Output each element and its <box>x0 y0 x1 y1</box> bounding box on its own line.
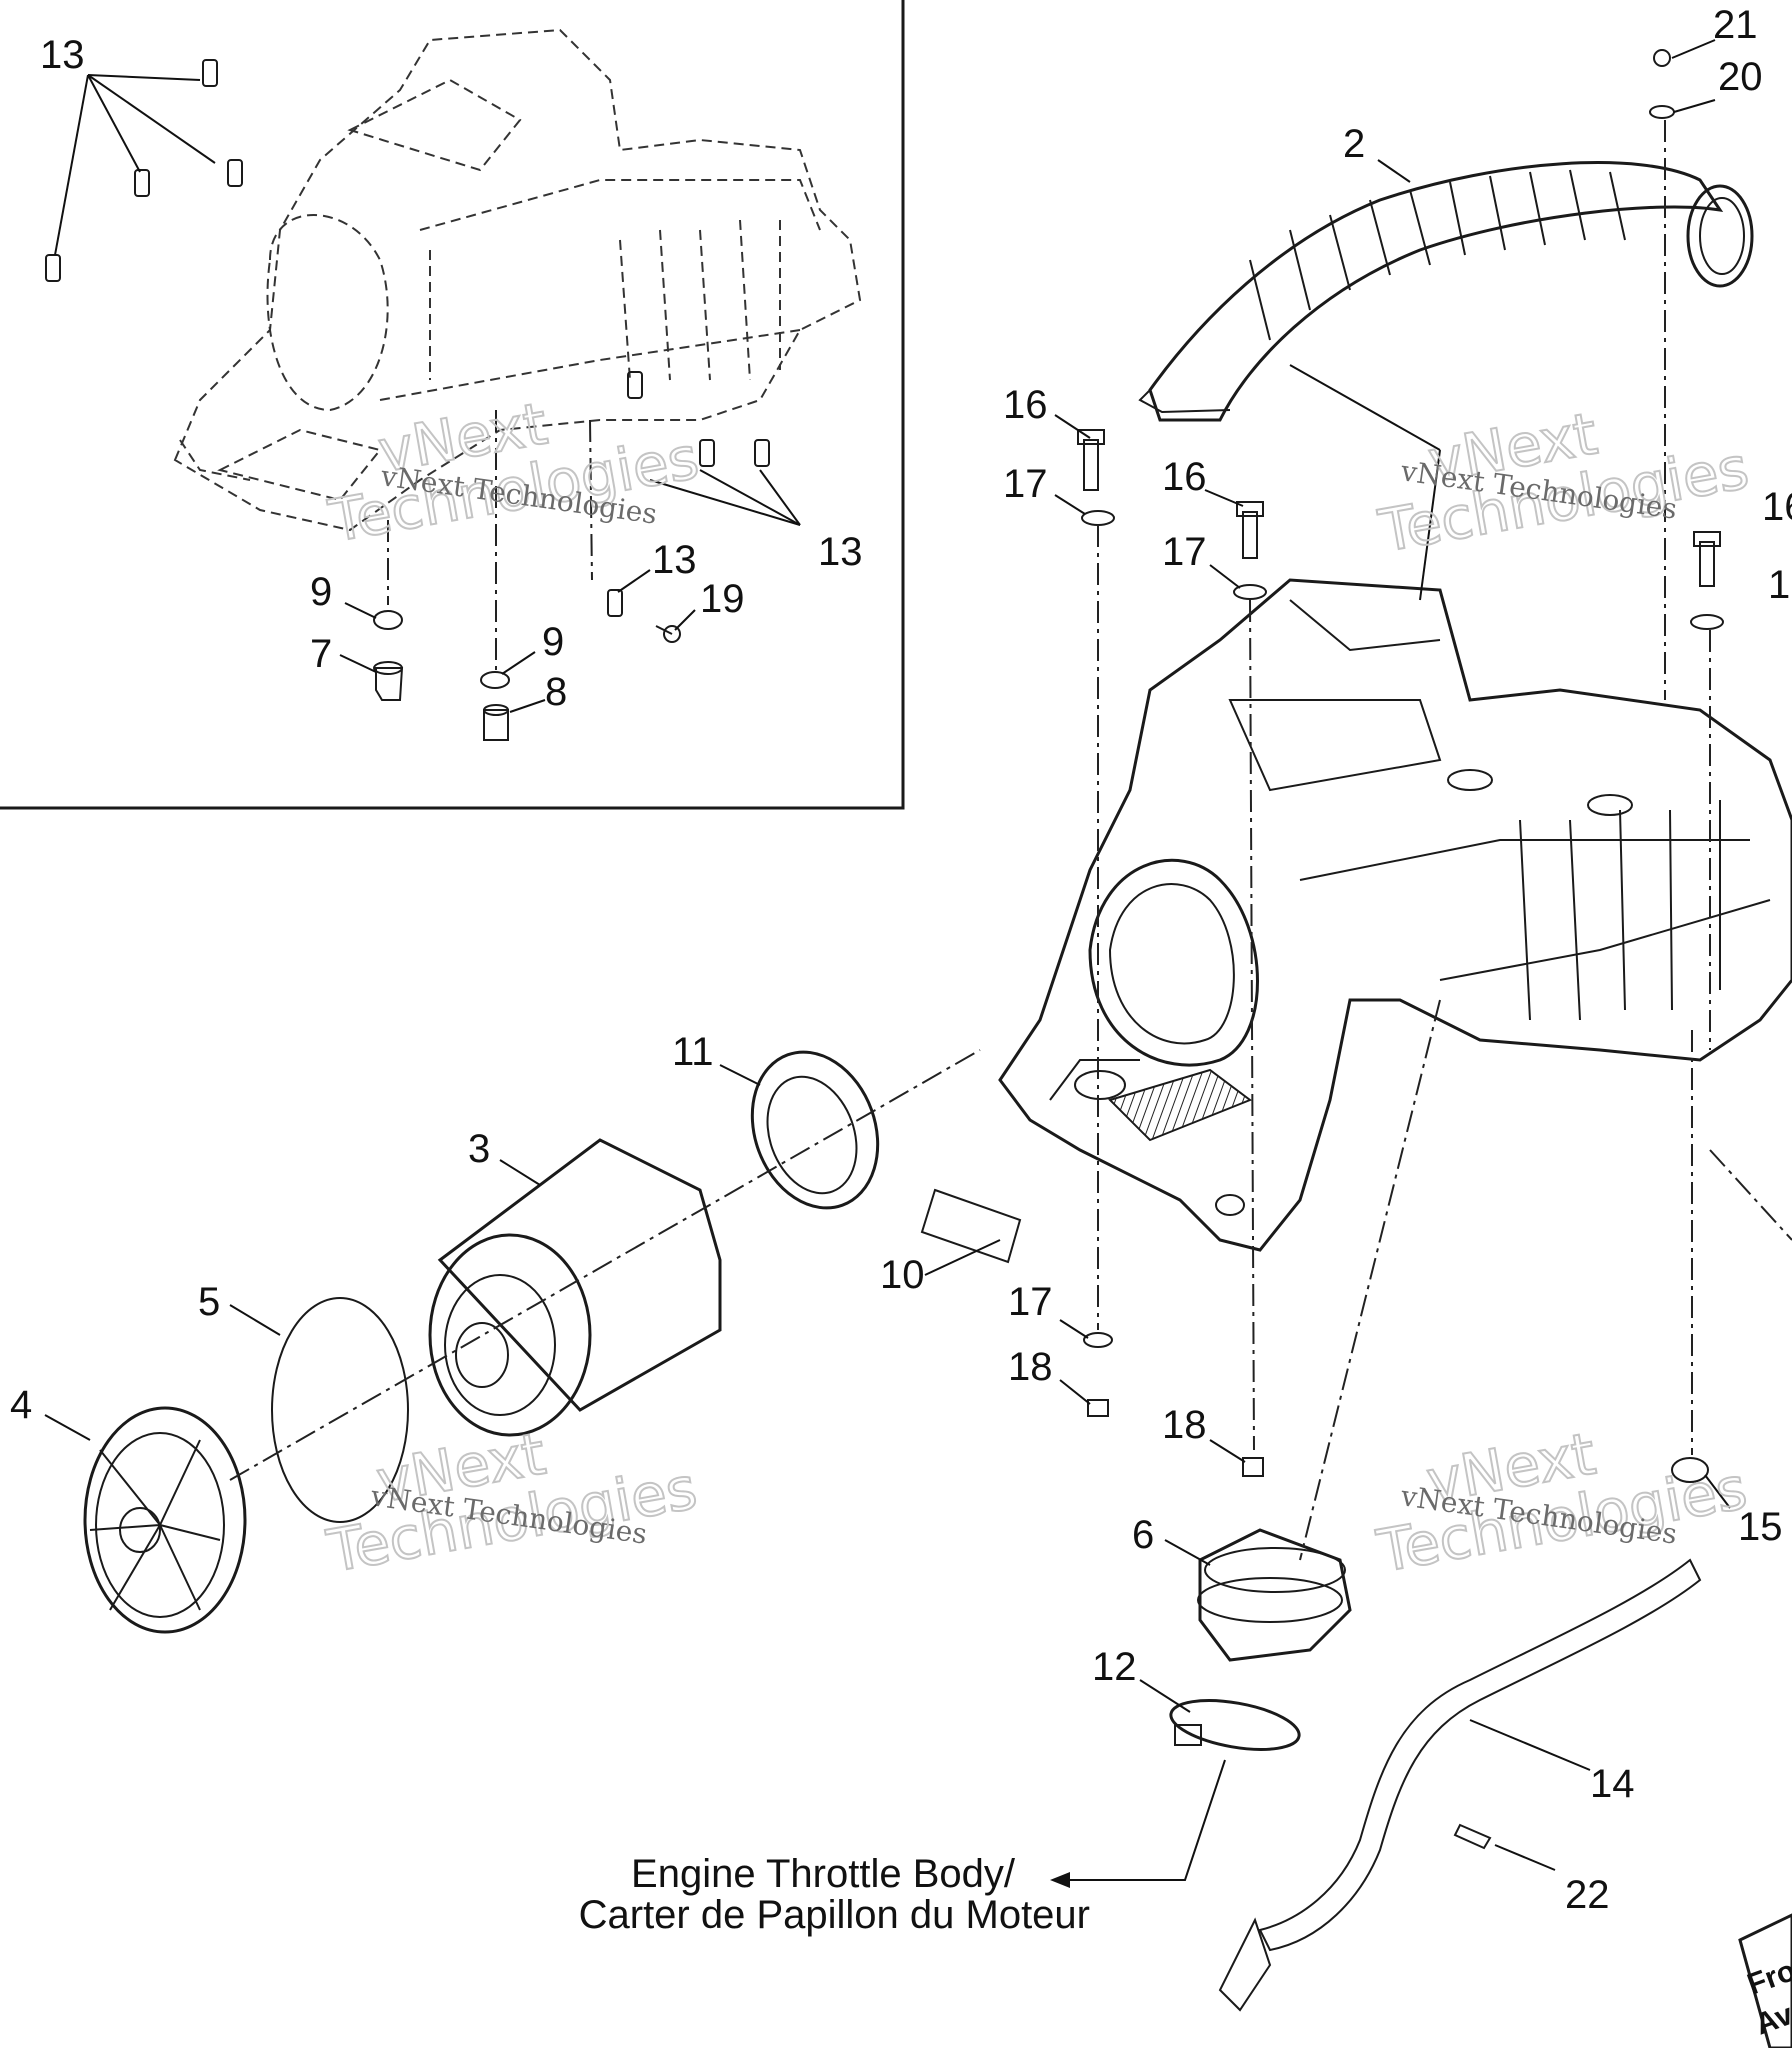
callout-20: 20 <box>1718 55 1763 99</box>
inset-frame <box>0 0 905 810</box>
watermarks: vNext Technologies vNext Technologies vN… <box>321 388 1754 1586</box>
callout-11: 11 <box>672 1030 714 1074</box>
throttle-body-caption: Engine Throttle Body/ Carter de Papillon… <box>579 1852 1090 1937</box>
caption-line2: Carter de Papillon du Moteur <box>579 1893 1090 1937</box>
callout-17-left: 17 <box>1003 462 1048 506</box>
callout-17-lower: 17 <box>1008 1280 1053 1324</box>
callout-16-mid: 16 <box>1162 455 1207 499</box>
intake-hose <box>1138 161 1754 422</box>
hose-clamp <box>1169 1699 1301 1751</box>
callout-10: 10 <box>880 1253 925 1297</box>
warning-label <box>920 1188 1022 1264</box>
callout-22: 22 <box>1565 1873 1610 1917</box>
caption-line1: Engine Throttle Body/ <box>631 1852 1016 1896</box>
callout-5: 5 <box>198 1280 220 1324</box>
front-direction-tag: Fro Av <box>1738 1913 1792 2048</box>
vent-tube <box>1218 1558 1702 2012</box>
callout-4: 4 <box>10 1383 32 1427</box>
hardware-fasteners <box>1077 49 1724 1850</box>
o-ring <box>271 1297 409 1523</box>
callout-16-right: 16 <box>1762 485 1792 529</box>
airbox-housing <box>998 578 1792 1252</box>
inset-small-parts <box>373 610 681 741</box>
callout-7: 7 <box>310 632 332 676</box>
callout-2: 2 <box>1343 122 1365 166</box>
callout-16-left: 16 <box>1003 383 1048 427</box>
leader-lines <box>44 39 1731 1888</box>
inset-view <box>0 0 905 810</box>
inset-ghost-airbox <box>173 28 862 532</box>
callout-13-inset-mid: 13 <box>652 538 697 582</box>
filter-element <box>428 1138 722 1437</box>
callout-9-left: 9 <box>310 570 332 614</box>
callout-19: 19 <box>700 577 745 621</box>
callout-9-right: 9 <box>542 620 564 664</box>
arrowhead <box>1050 1872 1070 1888</box>
callout-8: 8 <box>545 670 567 714</box>
callout-17-mid: 17 <box>1162 530 1207 574</box>
callout-13-inset-top: 13 <box>40 33 85 77</box>
callout-numbers: 13 13 13 19 9 7 9 8 2 21 20 16 17 16 17 … <box>10 3 1792 1917</box>
filter-seal <box>750 1050 880 1210</box>
corner-tag-line1: Fro <box>1743 1954 1792 2002</box>
filter-cover <box>83 1406 247 1634</box>
callout-17-right: 17 <box>1768 563 1792 607</box>
inset-guide-lines <box>387 410 593 670</box>
callout-13-inset-right: 13 <box>818 530 863 574</box>
callout-3: 3 <box>468 1127 490 1171</box>
callout-21: 21 <box>1713 3 1758 47</box>
callout-14: 14 <box>1590 1762 1635 1806</box>
callout-18-mid: 18 <box>1162 1403 1207 1447</box>
callout-6: 6 <box>1132 1513 1154 1557</box>
callout-15: 15 <box>1738 1505 1783 1549</box>
callout-18-left: 18 <box>1008 1345 1053 1389</box>
inset-clip-nuts <box>45 59 770 617</box>
callout-12: 12 <box>1092 1645 1137 1689</box>
assembly-guide-lines <box>229 120 1792 1561</box>
throttle-adapter <box>1197 1528 1352 1662</box>
